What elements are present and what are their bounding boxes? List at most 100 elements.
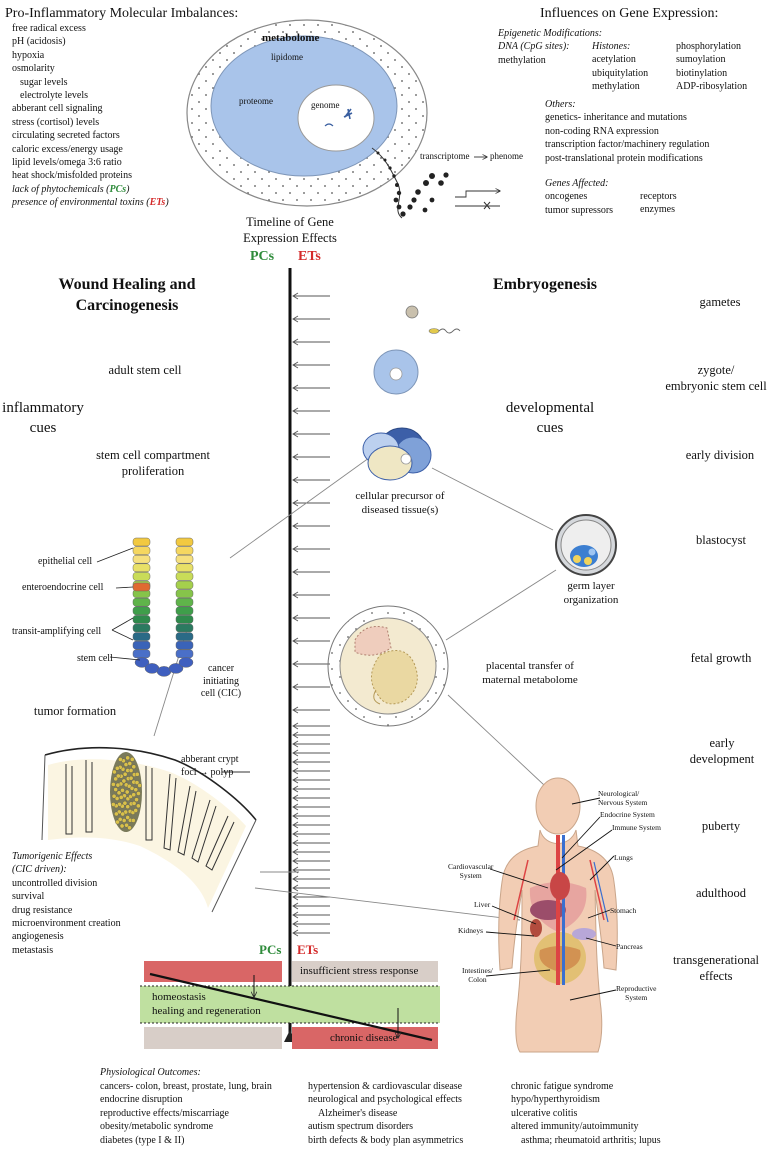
list-item: diabetes (type I & II) [100, 1134, 185, 1146]
list-item: biotinylation [676, 67, 728, 79]
outcomes-col-1: cancers- colon, breast, prostate, lung, … [100, 1080, 272, 1147]
label-line: cellular precursor of [355, 490, 445, 502]
crypt-cell [175, 606, 194, 616]
crypt-cell [132, 554, 151, 564]
crypt-cell [132, 640, 151, 650]
list-item: hypo/hyperthyroidism [511, 1094, 600, 1106]
wound-healing-heading: Wound Healing and Carcinogenesis [32, 274, 222, 316]
crypt-cell [175, 563, 194, 573]
list-item: non-coding RNA expression [545, 125, 659, 137]
label-stomach: Stomach [610, 906, 637, 915]
tick-arrowhead [292, 749, 299, 757]
list-item: sugar levels [20, 76, 68, 88]
stage-line: embryonic stem cell [665, 379, 767, 393]
list-item: ADP-ribosylation [676, 81, 748, 93]
tick-arrowhead [292, 568, 299, 576]
tumor-cell [111, 802, 116, 807]
tumor-cell [113, 776, 118, 782]
label-line: cell (CIC) [200, 688, 242, 699]
label-line: homeostasis [152, 991, 206, 1003]
developmental-cues-label: developmental cues [488, 398, 612, 438]
transcriptome-chain-illustration [371, 147, 500, 219]
tumor-cell [131, 801, 137, 806]
tick-arrowhead [292, 848, 299, 856]
tumor-cell [122, 771, 128, 777]
tick-arrowhead [292, 407, 299, 415]
tumor-cell [134, 780, 140, 785]
tumor-cell [123, 762, 129, 767]
tumor-cell [113, 787, 118, 792]
tumor-cell [124, 822, 129, 828]
outcomes-col-2: hypertension & cardiovascular disease ne… [308, 1080, 463, 1147]
label-line: placental transfer of [486, 660, 574, 672]
stage-fetal-growth: fetal growth [690, 651, 752, 665]
tick-arrowhead [292, 839, 299, 847]
germ-layer-label: germ layer organization [551, 579, 631, 607]
tick-arrowhead [292, 929, 299, 937]
tick-arrowhead [292, 803, 299, 811]
stage-line: zygote/ [697, 363, 735, 377]
list-item: acetylation [592, 54, 636, 66]
enteroendocrine-cell [132, 582, 151, 592]
crypt-cell [175, 580, 194, 590]
tumor-tissue-illustration [41, 746, 257, 913]
tick-arrowhead [292, 476, 299, 484]
label-line: System [625, 993, 648, 1002]
tick-arrowhead [292, 794, 299, 802]
tumor-cell [125, 815, 130, 820]
tumor-cell [129, 786, 135, 791]
balance-diagram [140, 961, 440, 1049]
dna-label: DNA (CpG sites): [498, 41, 570, 52]
crypt-cell [132, 563, 151, 573]
others-list: Others: genetics- inheritance and mutati… [545, 98, 709, 165]
tumor-cell [122, 800, 128, 806]
tick-arrowhead [292, 384, 299, 392]
label-neurological: Neurological/ Nervous System [598, 789, 647, 807]
tumor-cell [116, 773, 121, 779]
label-line: cancer [207, 663, 235, 674]
list-item: lipid levels/omega 3:6 ratio [12, 157, 122, 169]
crypt-cell [132, 572, 151, 581]
list-item: circulating secreted factors [12, 130, 120, 142]
list-item: post-translational protein modifications [545, 152, 703, 164]
list-item: asthma; rheumatoid arthritis; lupus [521, 1134, 661, 1146]
body-label-leaders [485, 797, 617, 1001]
stage-early-division: early division [685, 448, 755, 462]
cue-line: inflammatory [2, 400, 84, 416]
tick-arrowhead [292, 430, 299, 438]
list-item: oncogenes [545, 191, 588, 203]
crypt-stem-cell [178, 657, 194, 668]
tumorigenic-effects-list: Tumorigenic Effects (CIC driven): uncont… [12, 850, 121, 957]
tumor-cell [114, 811, 119, 817]
tumor-cell [131, 792, 136, 798]
cue-line: cues [536, 420, 564, 436]
crypt-cell [175, 589, 194, 598]
tumorigenic-title: (CIC driven): [12, 864, 67, 876]
list-item: transcription factor/machinery regulatio… [545, 139, 710, 151]
tumor-cell [133, 808, 139, 813]
crypt-cell [132, 597, 151, 607]
list-item: phosphorylation [676, 41, 741, 52]
list-item: lack of phytochemicals (PCs) [12, 183, 169, 196]
tick-arrowhead [292, 315, 299, 323]
balance-pcs-label: PCs [259, 942, 282, 957]
intestinal-crypt-illustration [96, 537, 194, 677]
timeline-title: Timeline of Gene Expression Effects [215, 214, 365, 246]
crypt-cell [132, 537, 151, 547]
crypt-cell [175, 615, 194, 624]
timeline-title-line: Expression Effects [243, 231, 337, 245]
balance-gray-bar [144, 1027, 282, 1049]
stage-blastocyst: blastocyst [696, 533, 746, 547]
list-item: chronic fatigue syndrome [511, 1081, 614, 1092]
label-pancreas: Pancreas [616, 942, 643, 951]
et-line-end: ) [165, 197, 169, 209]
label-line: System [459, 871, 482, 880]
tick-arrowhead [292, 545, 299, 553]
label-line: stem cell compartment [96, 448, 210, 462]
genes-affected-list: Genes Affected: oncogenes tumor supresso… [545, 177, 613, 217]
embryo-stage-illustrations [362, 305, 461, 481]
tick-arrowhead [292, 453, 299, 461]
tumor-cell [120, 811, 125, 817]
label-line: foci→polyp [181, 766, 238, 779]
cue-line: developmental [505, 400, 595, 416]
